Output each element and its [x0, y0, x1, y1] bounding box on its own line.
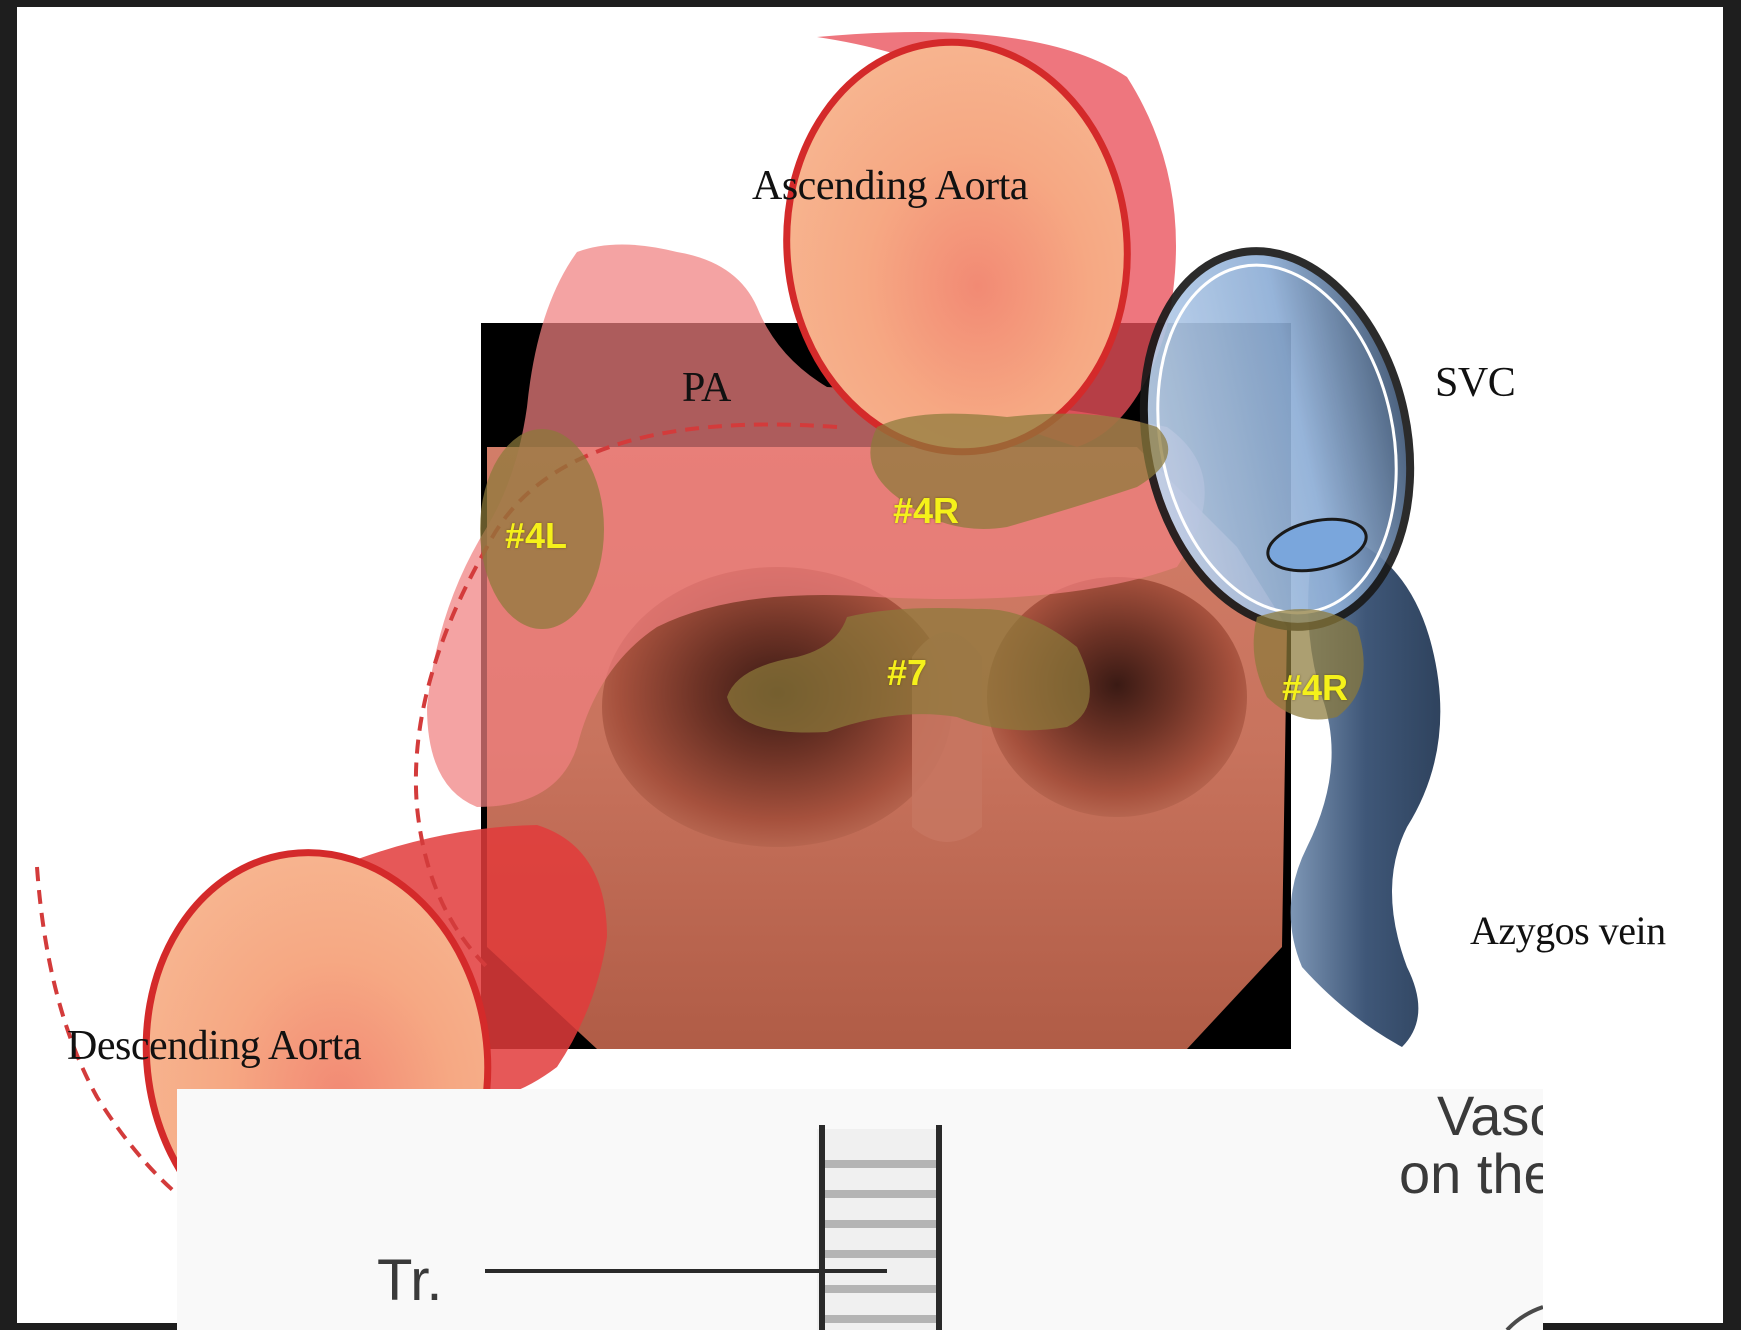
inset-text-line2: on the [1399, 1141, 1543, 1206]
tr-label: Tr. [377, 1247, 443, 1314]
inset-figure: Tr. Vasc on the [177, 1089, 1543, 1330]
trachea-tube [817, 1129, 939, 1330]
station-4l-label: #4L [505, 515, 567, 557]
svc-label: SVC [1435, 359, 1515, 407]
station-4r-right-label: #4R [1282, 667, 1348, 709]
inset-text-line1: Vasc [1437, 1089, 1543, 1148]
descending-aorta-label: Descending Aorta [67, 1022, 361, 1070]
azygos-vein-label: Azygos vein [1470, 907, 1666, 954]
ascending-aorta-label: Ascending Aorta [752, 162, 1028, 210]
inset-curve-fragment [1507, 1307, 1543, 1330]
station-4r-upper-label: #4R [893, 490, 959, 532]
station-7-label: #7 [887, 652, 927, 694]
pa-label: PA [682, 364, 731, 412]
